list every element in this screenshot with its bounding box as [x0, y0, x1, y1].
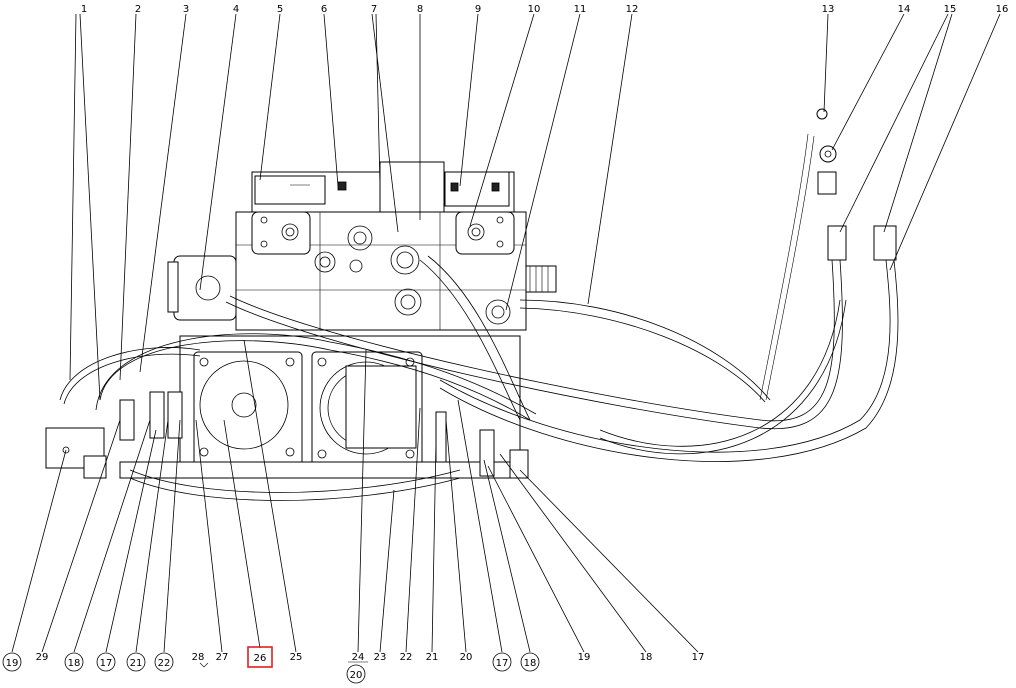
callout-17-left: 17 [100, 658, 113, 669]
callout-22-left: 22 [158, 658, 171, 669]
callout-18-right: 18 [640, 652, 653, 663]
bottom-callout-labels: 19 29 18 17 21 22 28 27 26 25 24 20 23 2… [2, 646, 705, 684]
top-callout-labels: 1 2 3 4 5 6 7 8 9 10 11 12 13 14 15 16 [81, 4, 1009, 15]
callout-11: 11 [574, 4, 587, 15]
callout-circle-18 [64, 652, 84, 672]
callout-26: 26 [254, 653, 267, 664]
callout-7: 7 [371, 4, 377, 15]
callout-circle-17b [492, 652, 512, 672]
callout-10: 10 [528, 4, 541, 15]
callout-16: 16 [996, 4, 1009, 15]
bottom-leader-lines [11, 339, 699, 653]
callout-17-right: 17 [692, 652, 705, 663]
callout-27: 27 [216, 652, 229, 663]
hydraulic-hoses [59, 133, 899, 501]
callout-21-left: 21 [130, 658, 143, 669]
callout-29: 29 [36, 652, 49, 663]
callout-5: 5 [277, 4, 283, 15]
callout-25: 25 [290, 652, 303, 663]
callout-28: 28 [192, 652, 205, 663]
callout-6: 6 [321, 4, 327, 15]
top-leader-lines [69, 13, 1001, 401]
callout-2: 2 [135, 4, 141, 15]
callout-14: 14 [898, 4, 911, 15]
callout-circle-21 [126, 652, 146, 672]
callout-20-center: 20 [350, 670, 363, 681]
callout-12: 12 [626, 4, 639, 15]
callout-22-center: 22 [400, 652, 413, 663]
callout-circle-19 [2, 652, 22, 672]
callout-3: 3 [183, 4, 189, 15]
callout-circle-17 [96, 652, 116, 672]
callout-8: 8 [417, 4, 423, 15]
callout-19-right: 19 [578, 652, 591, 663]
callout-1: 1 [81, 4, 87, 15]
callout-20-right: 20 [460, 652, 473, 663]
callout-15: 15 [944, 4, 957, 15]
callout-24: 24 [352, 652, 365, 663]
callout-4: 4 [233, 4, 239, 15]
callout-19-left: 19 [6, 658, 19, 669]
callout-circle-18b [520, 652, 540, 672]
callout-18-left: 18 [68, 658, 81, 669]
callout-17-center: 17 [496, 658, 509, 669]
callout-circle-22 [154, 652, 174, 672]
highlight-box-26 [247, 646, 273, 668]
callout-13: 13 [822, 4, 835, 15]
callout-21-center: 21 [426, 652, 439, 663]
callout-9: 9 [475, 4, 481, 15]
callout-circle-20 [346, 664, 366, 684]
valve-block-assembly [45, 108, 897, 479]
callout-18-center: 18 [524, 658, 537, 669]
callout-23: 23 [374, 652, 387, 663]
